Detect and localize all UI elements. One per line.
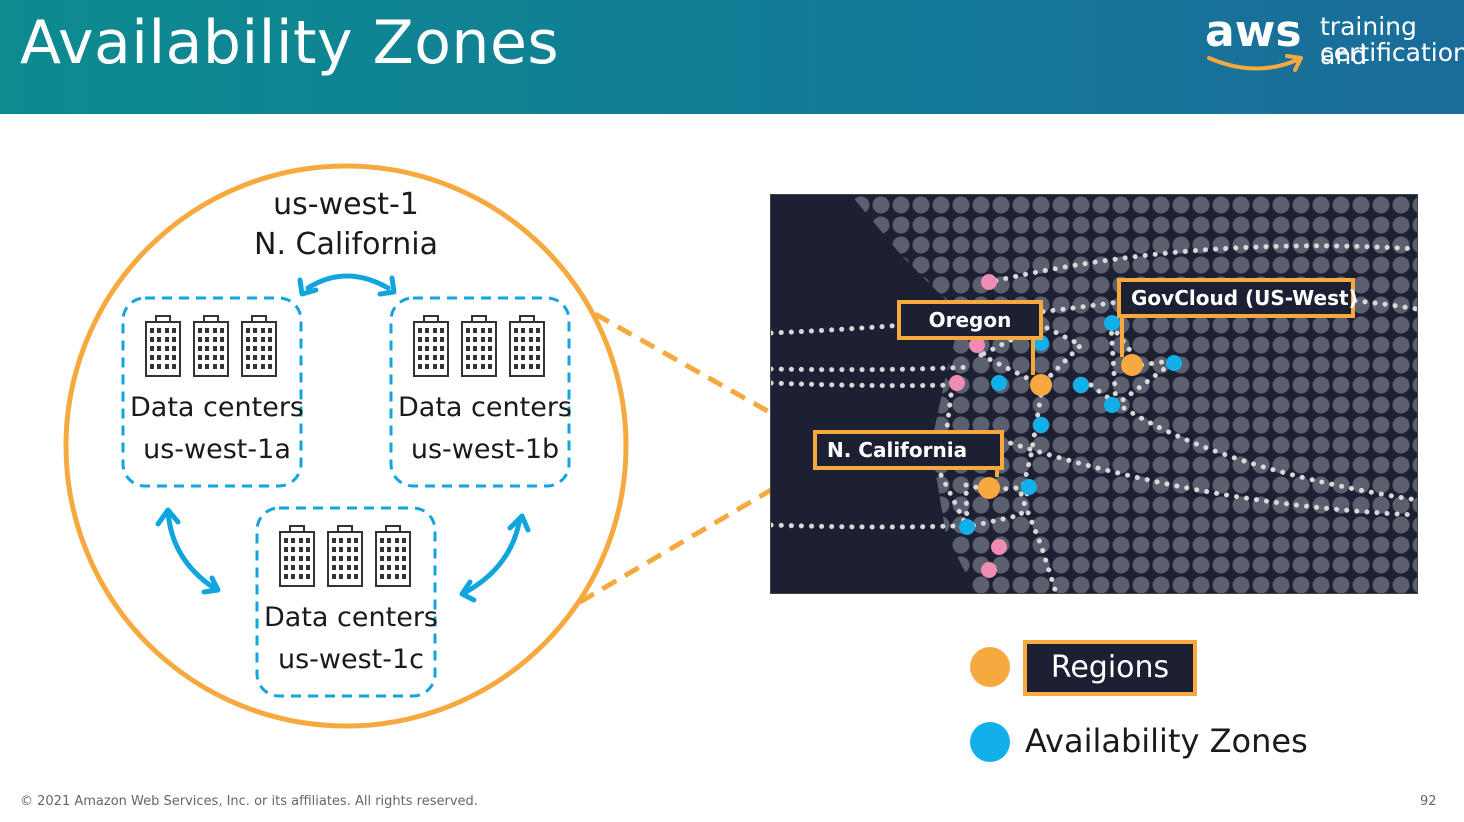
zone-code: us-west-1b — [411, 434, 559, 465]
az-dots — [959, 315, 1182, 535]
zone-label: Data centers — [130, 392, 304, 423]
legend-az-dot — [970, 722, 1010, 762]
tagline-line-1: training and — [1320, 12, 1417, 70]
arrow-1a-1c-head-bottom — [201, 575, 221, 595]
arrow-1a-1c — [165, 509, 217, 591]
arrow-1a-1b-head-left — [297, 277, 319, 297]
zone-us-west-1c: Data centers us-west-1c — [255, 506, 438, 698]
footer-copyright: © 2021 Amazon Web Services, Inc. or its … — [20, 794, 478, 809]
legend-az-label: Availability Zones — [1025, 722, 1308, 760]
region-dots — [978, 354, 1143, 499]
arrow-1b-1c — [463, 515, 523, 595]
zone-label: Data centers — [398, 392, 572, 423]
zone-code: us-west-1a — [143, 434, 291, 465]
arrow-1a-1c-head-top — [155, 507, 181, 527]
arrow-1b-1c-head-bottom — [459, 579, 477, 603]
aws-logo: aws — [1205, 6, 1305, 78]
zoom-connector-bottom — [578, 487, 770, 605]
aws-logo-text: aws — [1205, 6, 1302, 57]
map-svg — [771, 195, 1417, 593]
map-label-n-california: N. California — [813, 430, 1004, 470]
arrow-1b-1c-head-top — [507, 513, 531, 533]
legend-region-dot — [970, 647, 1010, 687]
region-name: N. California — [254, 227, 438, 262]
zone-us-west-1b: Data centers us-west-1b — [389, 296, 572, 488]
arrow-1a-1b-head-right — [377, 275, 397, 297]
edge-pink-dots — [949, 274, 1007, 578]
page-number: 92 — [1420, 794, 1437, 809]
legend-regions-label: Regions — [1023, 640, 1197, 696]
tagline-line-2: certification — [1320, 38, 1464, 67]
map-label-govcloud: GovCloud (US-West) — [1117, 278, 1358, 318]
map-panel — [770, 194, 1418, 594]
arrow-1a-1b — [305, 273, 391, 291]
zone-label: Data centers — [264, 602, 438, 633]
slide-title: Availability Zones — [20, 8, 560, 78]
region-diagram: us-west-1 N. California Data centers us-… — [63, 163, 770, 729]
aws-smile-icon — [1207, 54, 1303, 72]
region-code: us-west-1 — [273, 187, 419, 222]
zone-us-west-1a: Data centers us-west-1a — [121, 296, 304, 488]
zoom-connector-top — [593, 311, 770, 416]
map-label-oregon: Oregon — [897, 300, 1043, 340]
region-circle — [63, 163, 629, 729]
zone-code: us-west-1c — [278, 644, 424, 675]
header-banner: Availability Zones aws training and cert… — [0, 0, 1464, 114]
